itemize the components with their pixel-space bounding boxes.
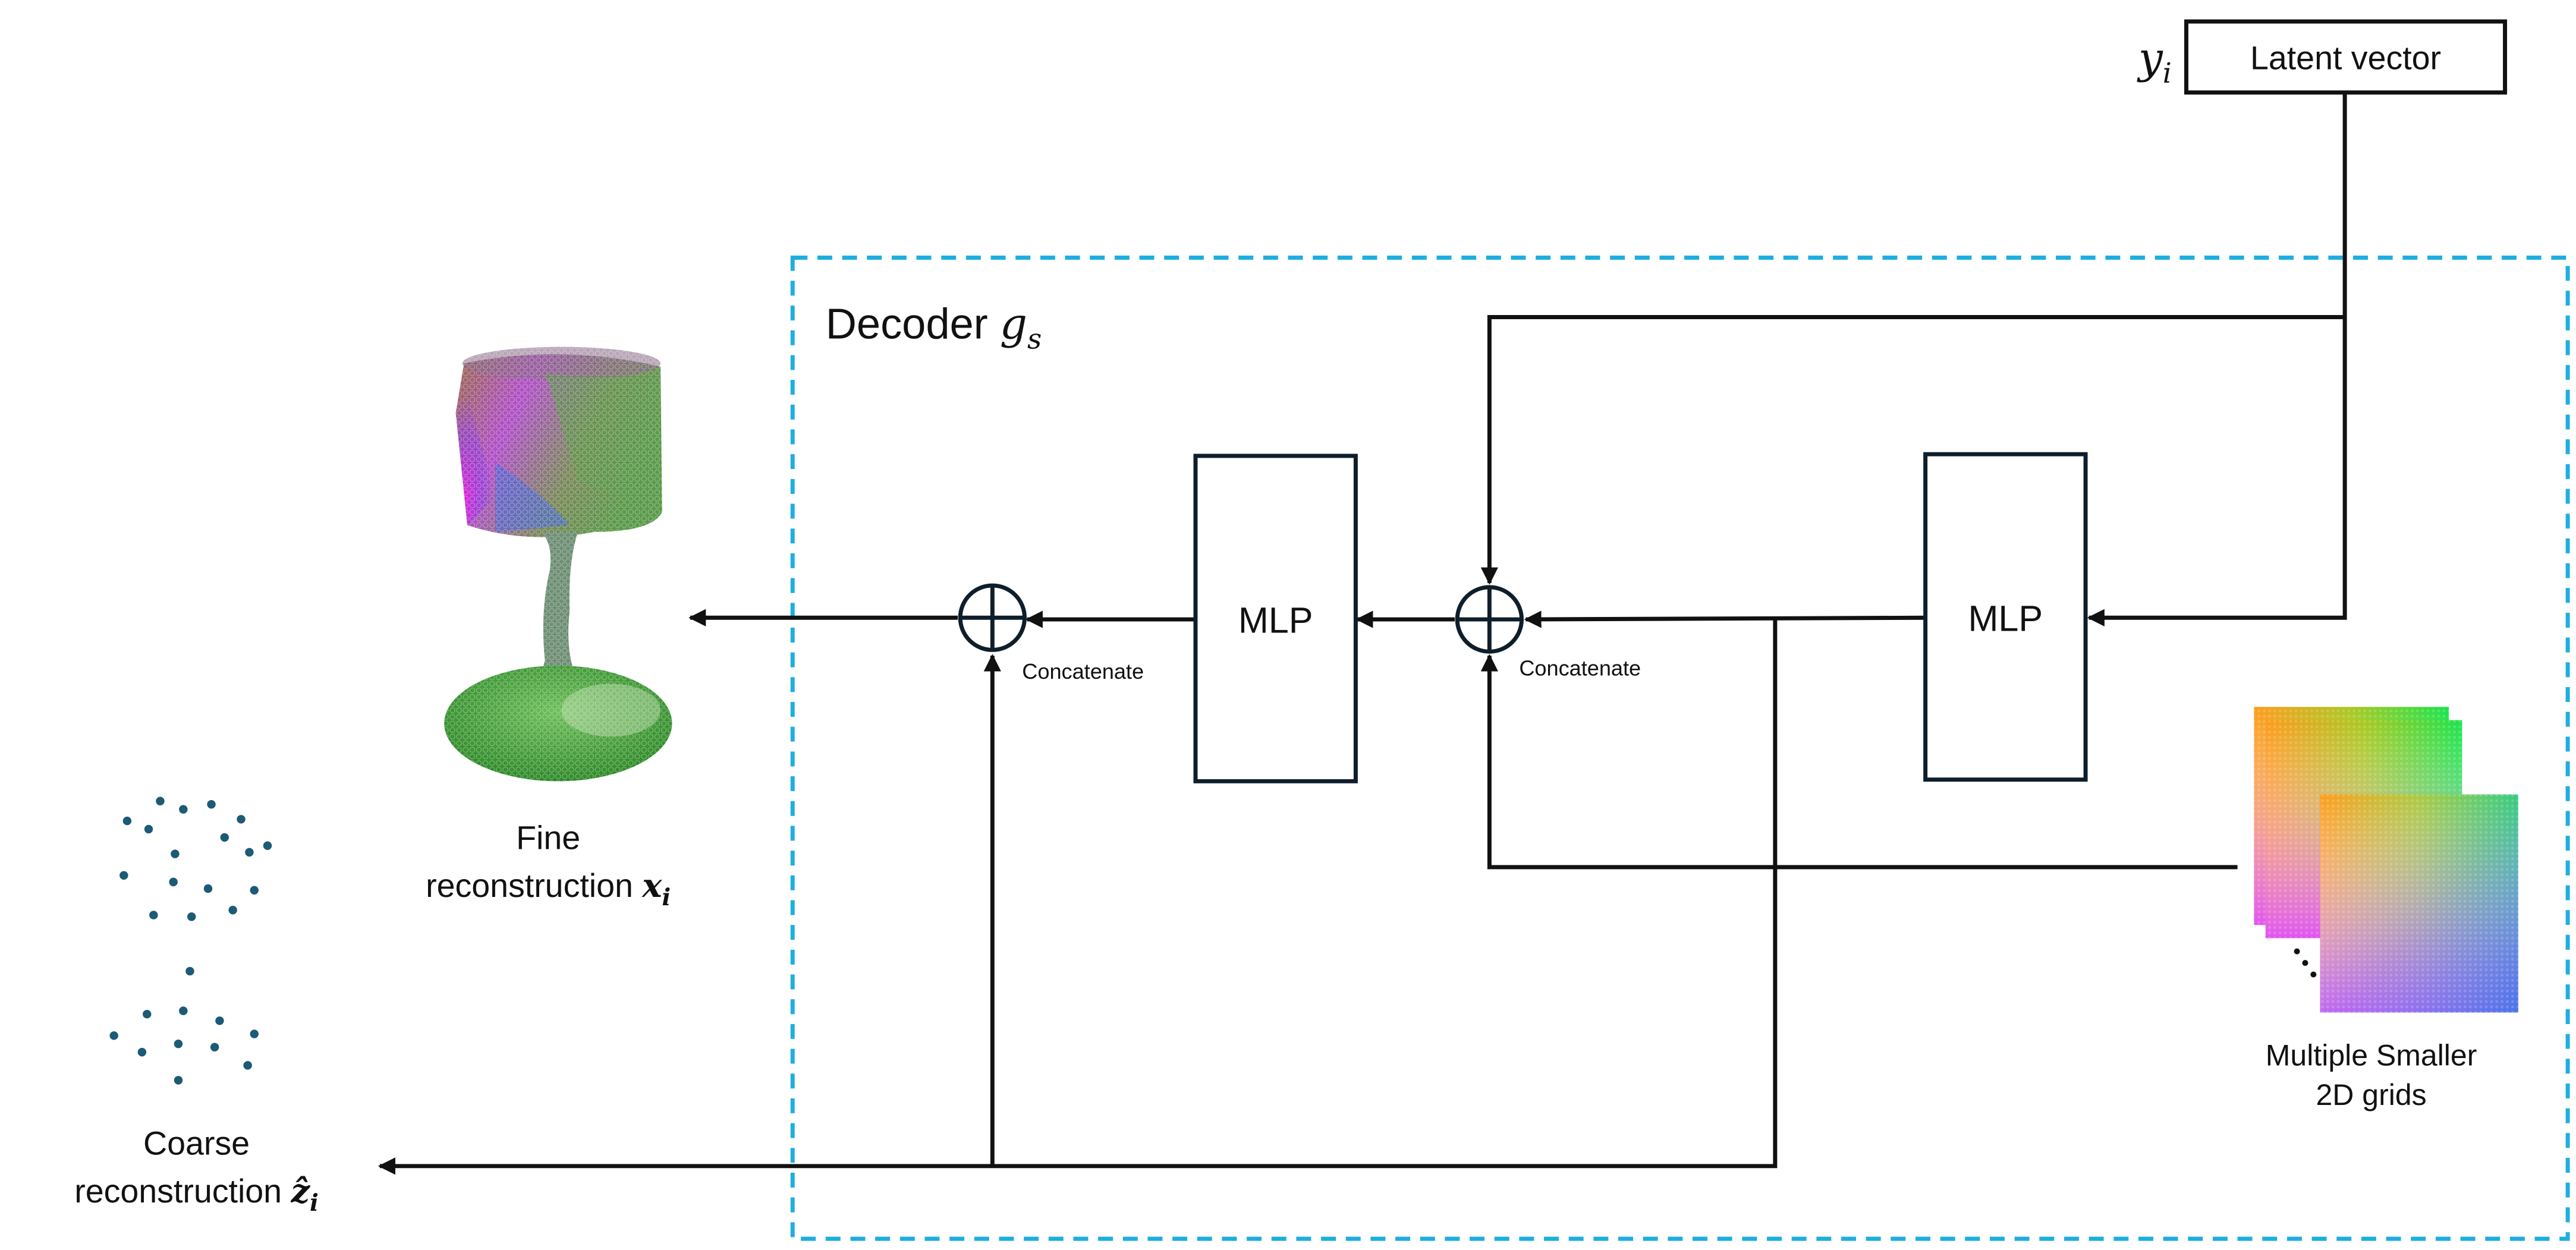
latent-vector-group: yi Latent vector (2137, 19, 2508, 95)
coarse-label-line2: reconstruction ẑi (74, 1172, 319, 1217)
connections (378, 92, 2347, 1175)
grids-label-line2: 2D grids (2316, 1078, 2427, 1112)
ellipsis-dots (2294, 948, 2317, 978)
grid-front (2320, 794, 2518, 1013)
cloud-dots-overlay (444, 340, 676, 786)
latent-to-concat2-line (1480, 315, 2345, 585)
fine-label-line1: Fine (516, 819, 580, 856)
mlp-2-label: MLP (1968, 598, 2043, 638)
mlp-1-box (1193, 454, 1358, 783)
latent-to-mlp2-line (2087, 92, 2347, 626)
concat-1-label: Concatenate (1022, 659, 1144, 684)
concat-2-label: Concatenate (1519, 656, 1641, 681)
grids-label-line1: Multiple Smaller (2266, 1038, 2477, 1072)
concat-2: Concatenate (1455, 585, 1641, 681)
mlp-2-box (1923, 452, 2088, 782)
mlp-1: MLP (1193, 454, 1358, 783)
coarse-branch-line (378, 619, 1778, 1175)
fine-pointcloud (444, 340, 676, 786)
latent-vector-box (2184, 19, 2508, 95)
grids-image (2254, 707, 2518, 1013)
latent-vector-label: Latent vector (2250, 40, 2441, 77)
decoder-title: Decoder gs (826, 300, 1042, 356)
fine-label-line2: reconstruction xi (426, 867, 671, 911)
mlp-2: MLP (1923, 452, 2088, 782)
coarse-pointcloud (109, 796, 272, 1085)
decoder-boundary (790, 256, 2570, 1241)
mlp-1-label: MLP (1238, 600, 1313, 640)
concat-1: Concatenate (958, 583, 1144, 684)
coarse-label-line1: Coarse (143, 1125, 250, 1161)
latent-symbol: yi (2137, 33, 2172, 90)
grids-to-concat2-line (1480, 654, 2238, 870)
mlp2-to-concat2-line (1524, 610, 1926, 628)
